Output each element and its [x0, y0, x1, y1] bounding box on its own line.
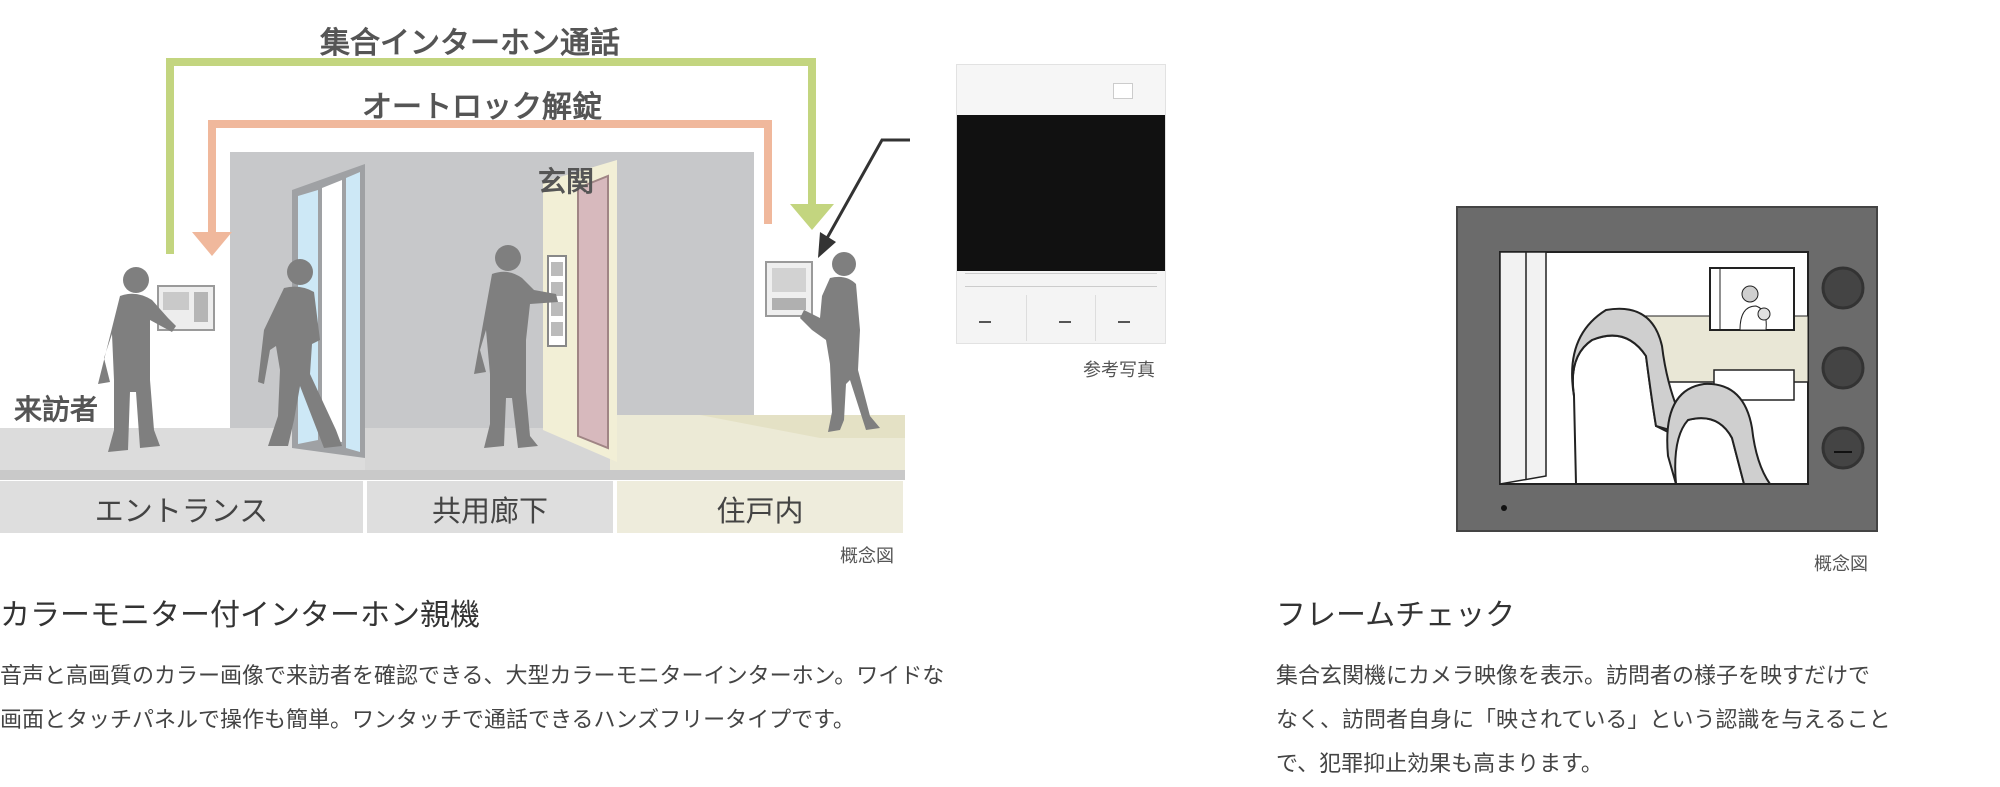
autolock-label: オートロック解錠	[362, 90, 602, 125]
walking-person-silhouette	[258, 259, 342, 448]
frame-check-monitor-illustration	[1456, 206, 1878, 532]
left-body-line-1: 音声と高画質のカラー画像で来訪者を確認できる、大型カラーモニターインターホン。ワ…	[0, 664, 945, 689]
visitor-label: 来訪者	[14, 393, 99, 426]
right-body-line-3: で、犯罪抑止効果も高まります。	[1276, 752, 1603, 777]
zone-residence-label: 住戸内	[716, 494, 804, 528]
right-section-heading: フレームチェック	[1276, 598, 1516, 633]
photo-caption: 参考写真	[1083, 360, 1155, 381]
intercom-call-label: 集合インターホン通話	[320, 26, 620, 61]
front-door-label: 玄関	[538, 165, 595, 198]
resident-at-monitor-silhouette	[800, 252, 880, 432]
unit-screen	[957, 115, 1165, 271]
left-section-body: 音声と高画質のカラー画像で来訪者を確認できる、大型カラーモニターインターホン。ワ…	[0, 655, 944, 743]
zone-entrance-label: エントランス	[94, 494, 269, 528]
leader-line	[824, 138, 910, 241]
intercom-concept-diagram	[0, 58, 910, 533]
monitor-caption: 概念図	[1814, 554, 1868, 575]
unit-top-strip	[957, 65, 1165, 115]
intercom-unit-photo	[956, 64, 1166, 344]
residence-zone-band	[617, 481, 903, 533]
floor-edge	[0, 470, 905, 480]
corridor-zone-band	[367, 481, 613, 533]
autolock-arrow	[192, 232, 232, 256]
right-section-body: 集合玄関機にカメラ映像を表示。訪問者の様子を映すだけで なく、訪問者自身に「映さ…	[1276, 655, 1891, 787]
left-section-heading: カラーモニター付インターホン親機	[0, 598, 480, 633]
visitor-silhouette	[98, 267, 176, 452]
unit-touch-strip	[965, 273, 1157, 287]
monitor-button-3	[1821, 426, 1865, 470]
resident-at-door-silhouette	[474, 245, 558, 448]
autolock-line	[208, 120, 772, 234]
intercom-call-arrow	[790, 204, 834, 230]
monitor-indicator-dot	[1501, 505, 1507, 511]
unit-buttons-row	[957, 295, 1165, 341]
monitor-button-2	[1821, 346, 1865, 390]
entrance-zone-band	[0, 481, 363, 533]
monitor-button-1	[1821, 266, 1865, 310]
diagram-caption: 概念図	[840, 546, 894, 567]
entrance-door-glass-right	[322, 180, 342, 442]
residence-step	[700, 415, 905, 438]
zone-corridor-label: 共用廊下	[431, 494, 548, 528]
right-body-line-2: なく、訪問者自身に「映されている」という認識を与えること	[1276, 708, 1891, 733]
corridor-floor	[365, 428, 610, 470]
unit-top-button	[1113, 83, 1133, 99]
right-body-line-1: 集合玄関機にカメラ映像を表示。訪問者の様子を映すだけで	[1276, 664, 1871, 689]
left-body-line-2: 画面とタッチパネルで操作も簡単。ワンタッチで通話できるハンズフリータイプです。	[0, 708, 855, 733]
entrance-door-glass-right2	[346, 172, 360, 452]
front-door-panel	[577, 174, 609, 450]
intercom-call-line	[166, 58, 816, 254]
